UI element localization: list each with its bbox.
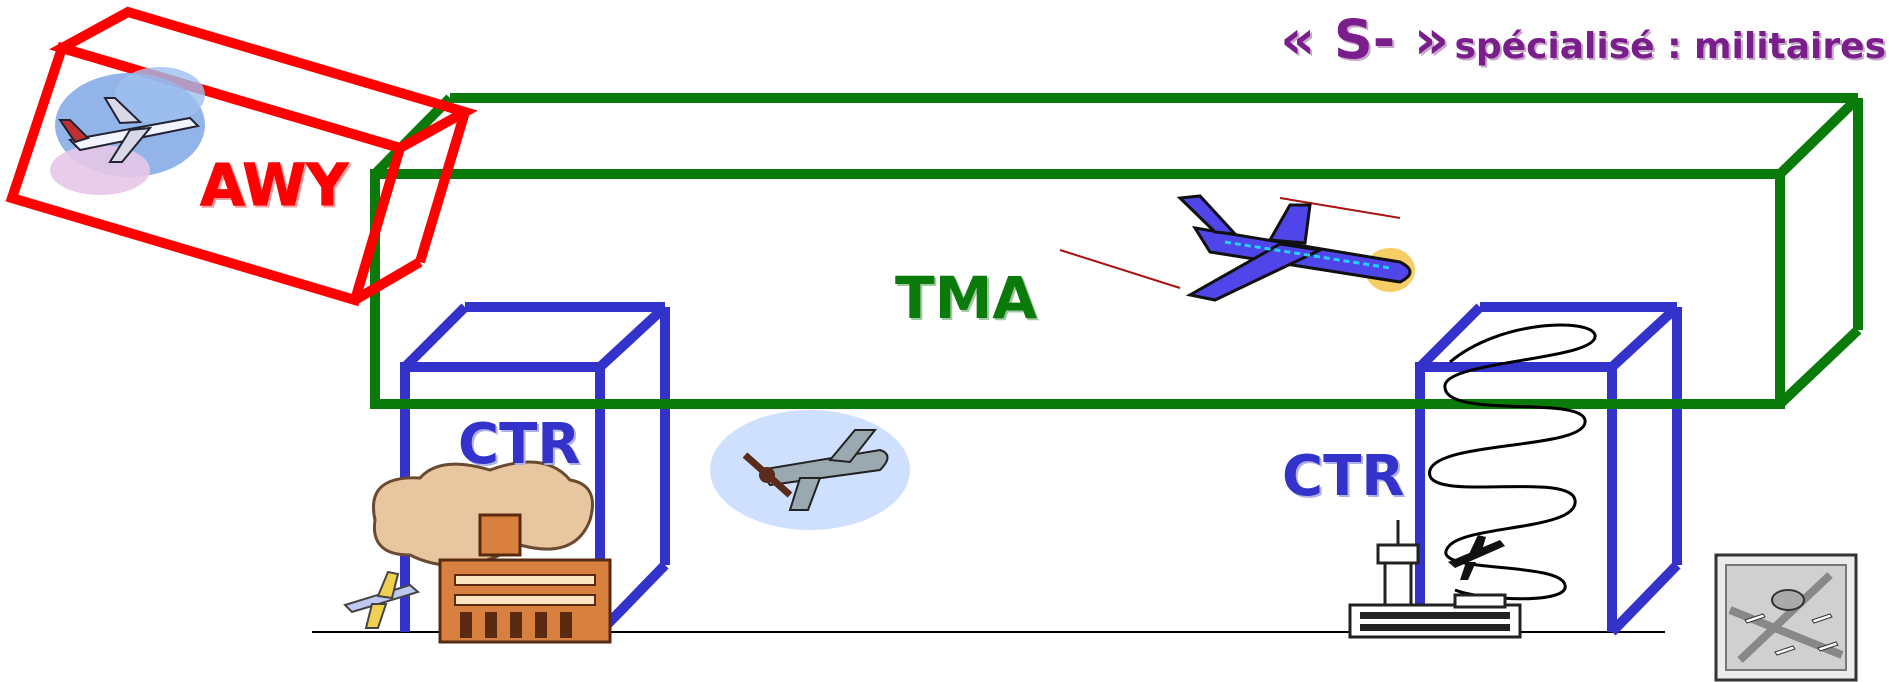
airspace-class-title: « S- » spécialisé : militaires xyxy=(1280,8,1886,71)
tma-box xyxy=(370,93,1863,409)
class-prefix: « S- » xyxy=(1280,8,1449,71)
business-jet-clipart xyxy=(50,67,205,195)
airport-terminal-clipart xyxy=(372,460,612,644)
holding-spiral-path xyxy=(1428,323,1597,601)
class-description: spécialisé : militaires xyxy=(1454,26,1886,67)
ctr-right-box xyxy=(1415,302,1682,636)
propeller-plane-clipart xyxy=(710,410,910,530)
awy-box xyxy=(5,6,478,307)
tma-label: TMA xyxy=(895,264,1037,332)
control-tower-clipart xyxy=(1348,520,1522,639)
small-plane-clipart xyxy=(343,570,421,629)
airliner-clipart xyxy=(1059,194,1415,302)
ctr-left-label: CTR xyxy=(458,412,580,477)
landing-airplane-clipart xyxy=(1448,535,1505,580)
awy-label: AWY xyxy=(200,151,349,219)
airport-map-clipart xyxy=(1714,553,1858,682)
ctr-right-label: CTR xyxy=(1282,444,1404,509)
